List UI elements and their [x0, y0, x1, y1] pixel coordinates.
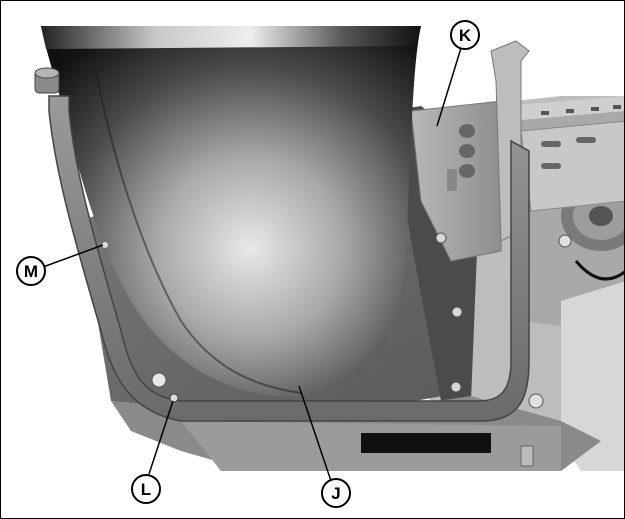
callout-k-label: K — [459, 26, 472, 45]
callout-j: J — [321, 478, 351, 508]
slotted-plate — [520, 120, 624, 212]
callout-m-label: M — [24, 262, 38, 281]
discharge-chute — [41, 26, 421, 397]
bumper-tube — [34, 67, 530, 422]
callout-j-label: J — [331, 484, 340, 503]
callout-l-label: L — [141, 480, 151, 499]
leader-lines — [42, 47, 462, 482]
callout-k: K — [450, 20, 480, 50]
callout-l: L — [131, 474, 161, 504]
callout-m: M — [16, 256, 46, 286]
